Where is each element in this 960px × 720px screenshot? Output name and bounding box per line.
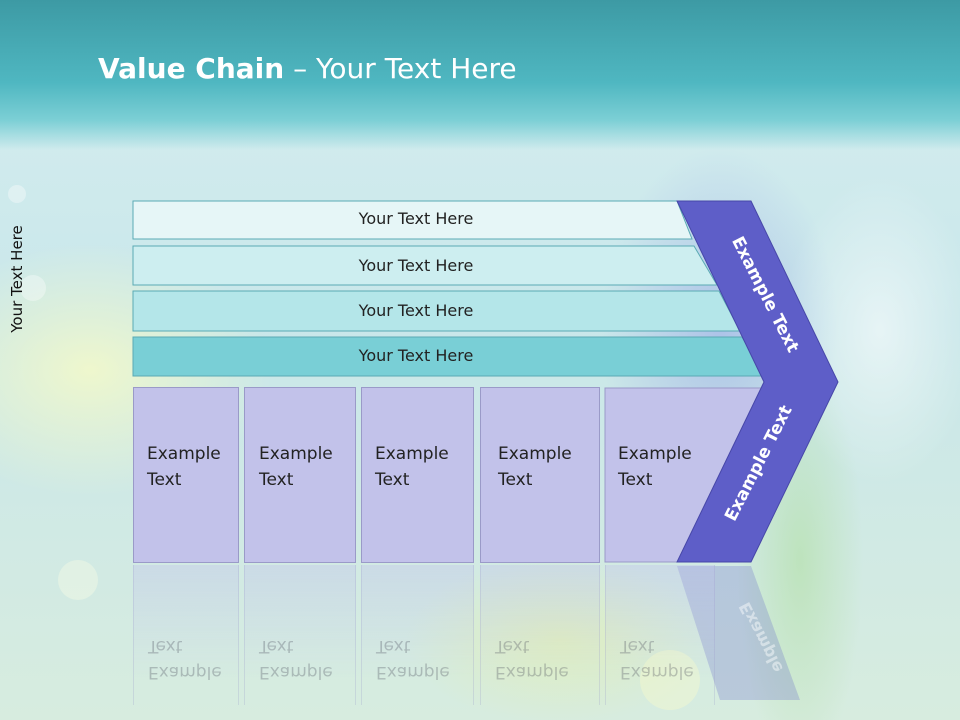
chevron-reflection [677,566,800,700]
column-2-reflection: Example Text [244,565,356,705]
reflection-text: Example Text [148,636,222,682]
bokeh-light [58,560,98,600]
column-1-reflection: Example Text [133,565,239,705]
chevron-shape[interactable] [676,200,839,563]
column-4-text: Example Text [498,444,572,490]
bar-1-label: Your Text Here [358,209,474,228]
reflection-text: Example Text [259,636,333,682]
column-3-reflection: Example Text [361,565,474,705]
bar-3-label: Your Text Here [358,301,474,320]
column-3-text: Example Text [375,444,449,490]
bokeh-light [8,185,26,203]
column-1-text: Example Text [147,444,221,490]
column-2-text: Example Text [259,444,333,490]
column-3[interactable] [361,387,474,563]
title-rest: – Your Text Here [284,52,517,85]
column-1[interactable] [133,387,239,563]
reflection-text: Example Text [376,636,450,682]
column-4-reflection: Example Text [480,565,600,705]
column-5-text: Example Text [618,444,692,490]
column-4[interactable] [480,387,600,563]
reflection-text: Example Text [495,636,569,682]
bokeh-light [640,650,700,710]
bar-4-label: Your Text Here [358,346,474,365]
slide-title: Value Chain – Your Text Here [98,52,517,85]
bar-2-label: Your Text Here [358,256,474,275]
bokeh-light [20,275,46,301]
column-5-reflection: Example Text [605,565,715,705]
title-bold: Value Chain [98,52,285,85]
title-bar [0,0,960,150]
reflection-text: Example Text [620,636,694,682]
bar-1-shape[interactable] [132,200,693,240]
column-2[interactable] [244,387,356,563]
